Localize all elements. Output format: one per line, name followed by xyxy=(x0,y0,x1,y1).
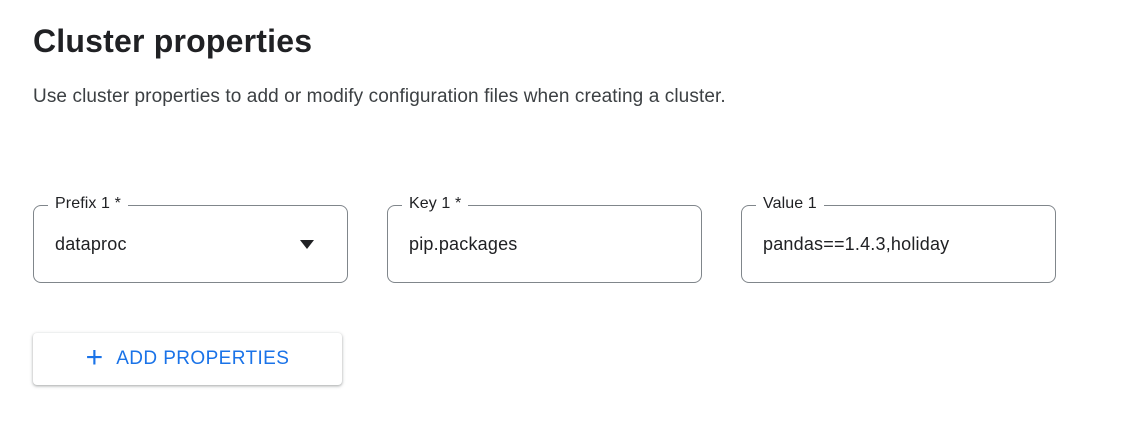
key-input[interactable] xyxy=(409,233,687,255)
add-properties-label: ADD PROPERTIES xyxy=(116,348,290,369)
key-field-container: Key 1 * xyxy=(387,194,702,283)
add-properties-button[interactable]: + ADD PROPERTIES xyxy=(33,333,342,385)
value-label: Value 1 xyxy=(756,194,824,213)
prefix-label: Prefix 1 * xyxy=(48,194,128,213)
key-label: Key 1 * xyxy=(402,194,469,213)
property-row: Prefix 1 * dataproc Key 1 * Value 1 xyxy=(33,194,1056,283)
section-description: Use cluster properties to add or modify … xyxy=(33,86,726,108)
prefix-select[interactable]: Prefix 1 * dataproc xyxy=(33,194,348,283)
plus-icon: + xyxy=(85,340,104,374)
value-field-container: Value 1 xyxy=(741,194,1056,283)
page-title: Cluster properties xyxy=(33,23,313,59)
dropdown-arrow-icon xyxy=(300,239,314,249)
value-input[interactable] xyxy=(763,233,1041,255)
prefix-selected-value: dataproc xyxy=(55,233,127,254)
